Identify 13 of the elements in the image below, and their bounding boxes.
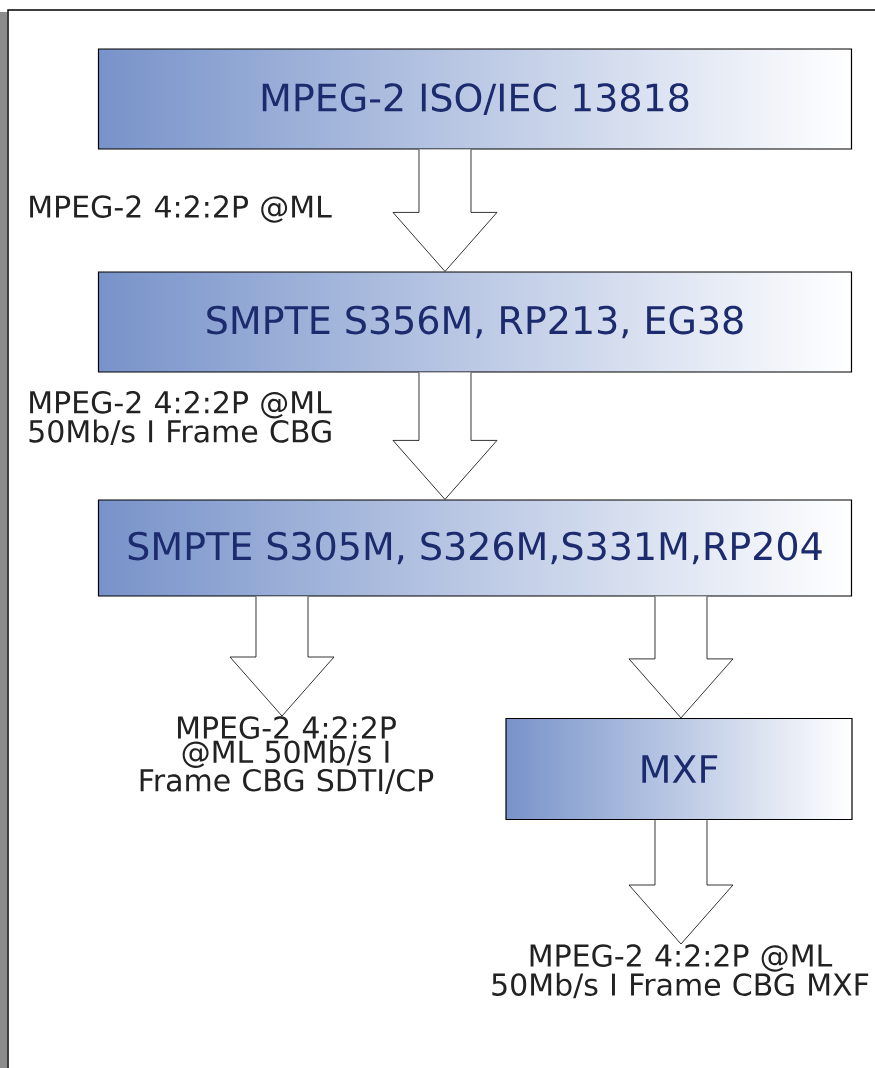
block-arrow — [628, 819, 734, 945]
output-text: MPEG-2 4:2:2P @ML 50Mb/s I Frame CBG SDTI/CP — [140, 716, 434, 794]
standard-box: SMPTE S305M, S326M,S331M,RP204 — [97, 499, 853, 597]
edge-label: MPEG-2 4:2:2P @ML 50Mb/s I Frame CBG — [29, 390, 332, 446]
standard-box: MPEG-2 ISO/IEC 13818 — [97, 48, 853, 150]
block-arrow — [229, 596, 335, 717]
standard-box: SMPTE S356M, RP213, EG38 — [97, 271, 853, 373]
block-arrow — [628, 596, 734, 719]
edge-label: MPEG-2 4:2:2P @ML — [30, 195, 332, 223]
block-arrow — [392, 149, 498, 272]
output-text: MPEG-2 4:2:2P @ML 50Mb/s I Frame CBG MXF — [492, 944, 869, 999]
standard-box: MXF — [505, 717, 853, 821]
block-arrow — [392, 372, 498, 500]
